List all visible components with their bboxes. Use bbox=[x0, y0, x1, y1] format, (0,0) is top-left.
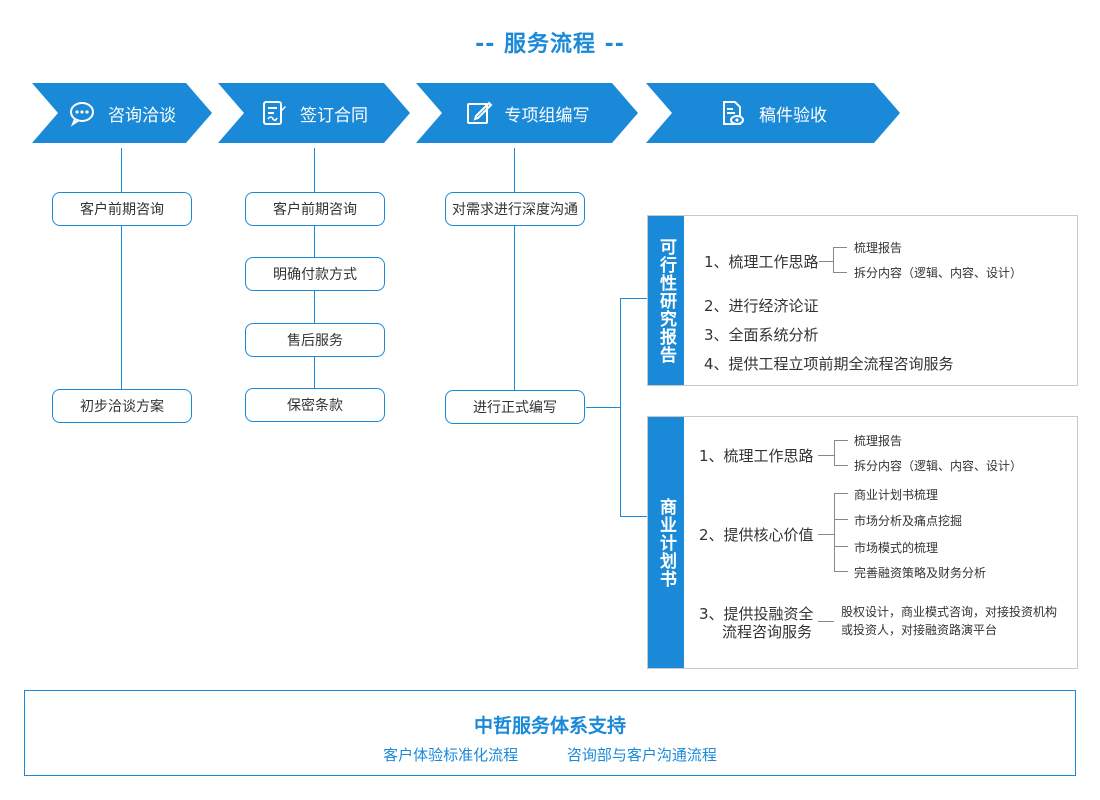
stage-label: 咨询洽谈 bbox=[108, 105, 176, 126]
stage-acceptance: 稿件验收 bbox=[646, 83, 900, 143]
business-plan-panel: 商业计划书 1、梳理工作思路 梳理报告 拆分内容（逻辑、内容、设计） 2、提供核… bbox=[647, 416, 1078, 669]
sub-item: 拆分内容（逻辑、内容、设计） bbox=[854, 266, 1023, 280]
branch-line bbox=[834, 571, 848, 572]
support-item: 客户体验标准化流程 bbox=[383, 746, 519, 764]
branch-line bbox=[819, 261, 833, 262]
list-item: 3、全面系统分析 bbox=[704, 326, 819, 344]
list-item: 1、梳理工作思路 bbox=[704, 253, 819, 271]
list-item: 1、梳理工作思路 bbox=[699, 447, 814, 465]
branch-line bbox=[833, 272, 847, 273]
document-review-icon bbox=[719, 99, 747, 127]
flow-step: 对需求进行深度沟通 bbox=[445, 192, 585, 226]
branch-line bbox=[834, 519, 848, 520]
support-items: 客户体验标准化流程 咨询部与客户沟通流程 bbox=[25, 744, 1075, 765]
flow-step: 售后服务 bbox=[245, 323, 385, 357]
support-title: 中哲服务体系支持 bbox=[473, 715, 626, 737]
list-item-line: 流程咨询服务 bbox=[722, 623, 813, 641]
stage-consult: 咨询洽谈 bbox=[32, 83, 212, 143]
branch-line bbox=[834, 546, 848, 547]
flow-step: 进行正式编写 bbox=[445, 390, 585, 424]
sub-item: 市场分析及痛点挖掘 bbox=[854, 514, 963, 528]
sub-item: 梳理报告 bbox=[854, 241, 903, 255]
flow-step: 客户前期咨询 bbox=[245, 192, 385, 226]
flow-step: 客户前期咨询 bbox=[52, 192, 192, 226]
branch-line bbox=[818, 534, 834, 535]
sub-item: 拆分内容（逻辑、内容、设计） bbox=[854, 459, 1023, 473]
flow-step: 明确付款方式 bbox=[245, 257, 385, 291]
sub-item: 股权设计，商业模式咨询，对接投资机构 或投资人，对接融资路演平台 bbox=[841, 603, 1057, 639]
branch-line bbox=[834, 465, 848, 466]
connector-line bbox=[620, 298, 621, 516]
flow-step: 初步洽谈方案 bbox=[52, 389, 192, 423]
chat-bubble-icon bbox=[68, 99, 96, 127]
panel-heading: 商业计划书 bbox=[648, 417, 684, 668]
branch-line bbox=[834, 493, 848, 494]
connector-line bbox=[620, 298, 648, 299]
branch-line bbox=[833, 247, 847, 248]
edit-pencil-icon bbox=[465, 99, 493, 127]
list-item-line: 3、提供投融资全 bbox=[699, 605, 814, 623]
sub-item: 市场模式的梳理 bbox=[854, 541, 939, 555]
stage-label: 稿件验收 bbox=[759, 105, 827, 126]
connector-line bbox=[620, 516, 648, 517]
branch-line bbox=[833, 247, 834, 272]
sub-item: 商业计划书梳理 bbox=[854, 488, 939, 502]
list-item: 4、提供工程立项前期全流程咨询服务 bbox=[704, 355, 954, 373]
feasibility-report-panel: 可行性研究报告 1、梳理工作思路 梳理报告 拆分内容（逻辑、内容、设计） 2、进… bbox=[647, 215, 1078, 386]
list-item: 2、进行经济论证 bbox=[704, 297, 819, 315]
list-item: 2、提供核心价值 bbox=[699, 526, 814, 544]
flow-step: 保密条款 bbox=[245, 388, 385, 422]
stage-label: 专项组编写 bbox=[504, 105, 590, 126]
sub-item: 梳理报告 bbox=[854, 434, 903, 448]
branch-line bbox=[834, 440, 848, 441]
sub-item-line: 股权设计，商业模式咨询，对接投资机构 bbox=[841, 605, 1058, 619]
stage-contract: 签订合同 bbox=[218, 83, 410, 143]
stage-label: 签订合同 bbox=[300, 105, 368, 126]
connector-line bbox=[514, 148, 515, 406]
support-item: 咨询部与客户沟通流程 bbox=[566, 746, 717, 764]
branch-line bbox=[834, 493, 835, 571]
sub-item: 完善融资策略及财务分析 bbox=[854, 566, 987, 580]
sub-item-line: 或投资人，对接融资路演平台 bbox=[841, 623, 998, 637]
contract-signature-icon bbox=[260, 99, 288, 127]
connector-line bbox=[121, 148, 122, 406]
panel-heading: 可行性研究报告 bbox=[648, 216, 684, 385]
branch-line bbox=[818, 455, 834, 456]
service-support-box: 中哲服务体系支持 客户体验标准化流程 咨询部与客户沟通流程 bbox=[24, 690, 1076, 776]
connector-line bbox=[586, 407, 620, 408]
branch-line bbox=[834, 440, 835, 465]
list-item: 3、提供投融资全 流程咨询服务 bbox=[699, 605, 814, 641]
stage-writing: 专项组编写 bbox=[416, 83, 638, 143]
page-title: -- 服务流程 -- bbox=[475, 32, 625, 57]
branch-line bbox=[818, 621, 834, 622]
